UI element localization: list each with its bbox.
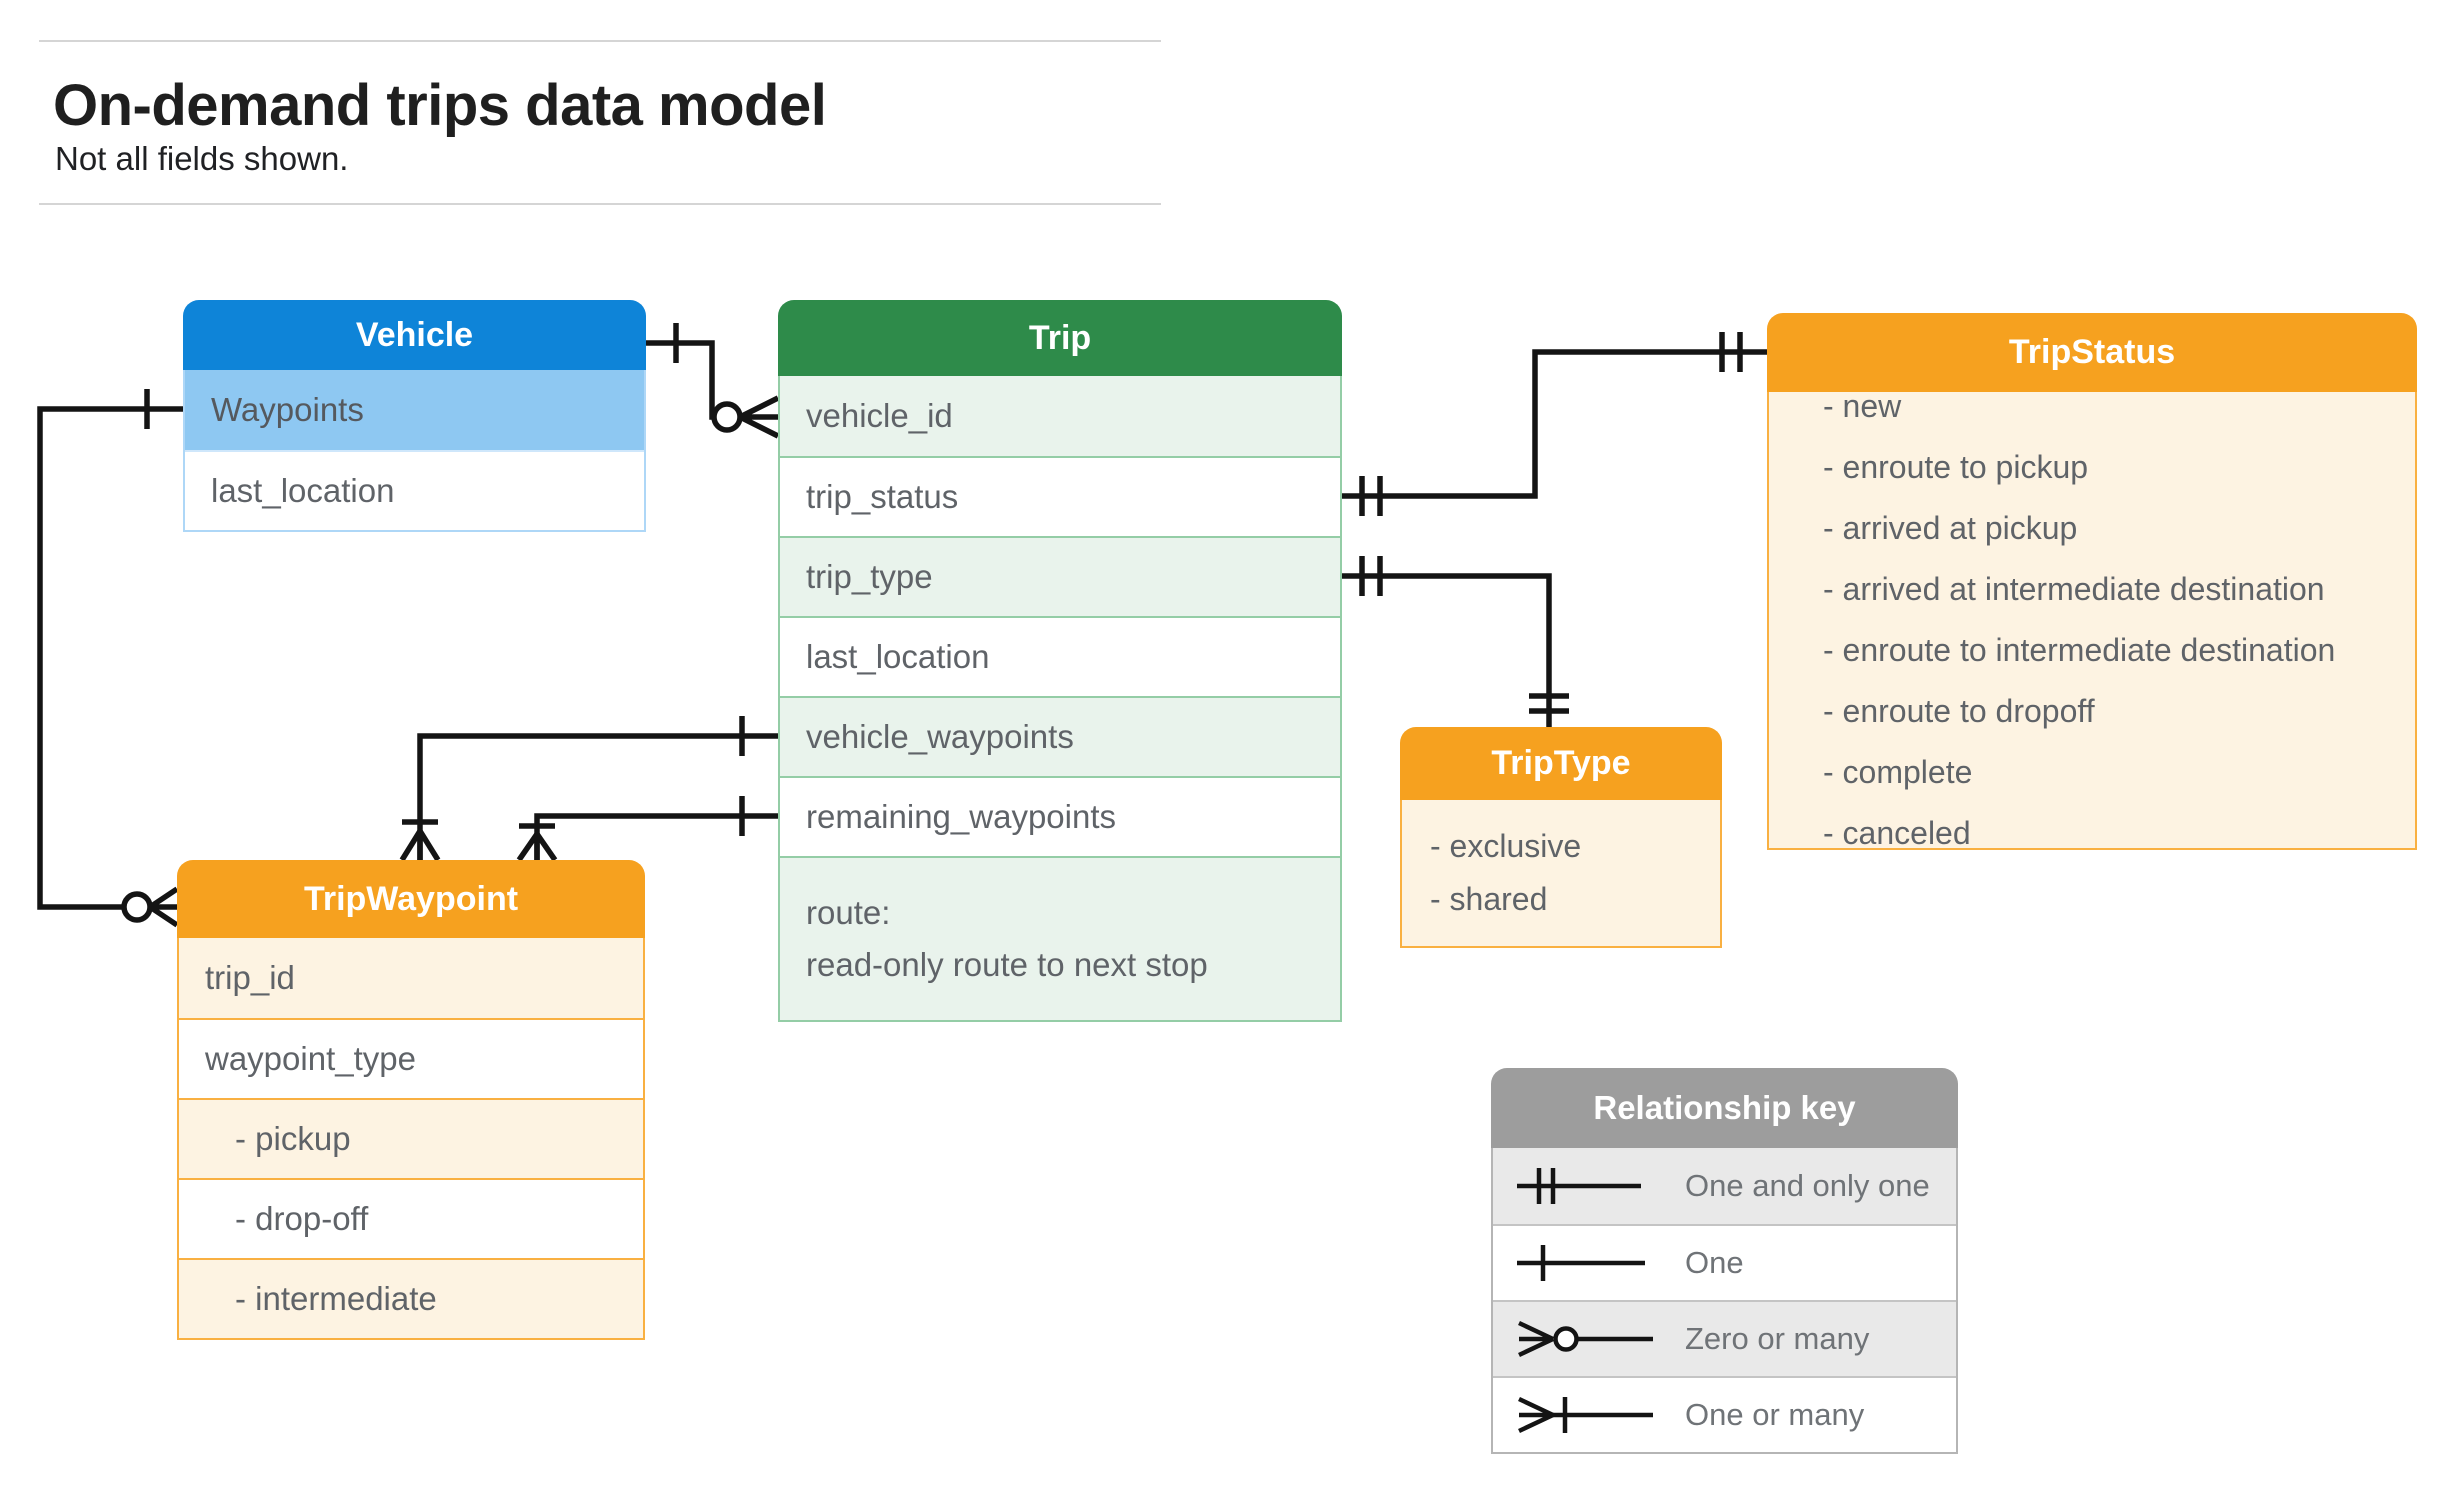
entity-tripstatus: TripStatus - new - enroute to pickup - a…	[1767, 313, 2417, 851]
tripstatus-value: - canceled	[1823, 815, 1971, 851]
one-icon	[1517, 1245, 1645, 1281]
legend-row-one-or-many: One or many	[1493, 1376, 1956, 1452]
field-trip-route-label: route:	[806, 894, 891, 931]
entity-vehicle: Vehicle Waypoints last_location	[183, 300, 646, 532]
field-vehicle-last-location: last_location	[185, 450, 644, 530]
triptype-value: - exclusive	[1430, 828, 1582, 864]
entity-trip-header: Trip	[778, 300, 1342, 376]
field-trip-last-location: last_location	[780, 616, 1340, 696]
tripstatus-value: - enroute to intermediate destination	[1823, 632, 2336, 668]
entity-trip: Trip vehicle_id trip_status trip_type la…	[778, 300, 1342, 1022]
legend-label: Zero or many	[1685, 1321, 1870, 1356]
field-trip-route-note: read-only route to next stop	[806, 946, 1208, 983]
field-tripwaypoint-dropoff: - drop-off	[179, 1178, 643, 1258]
tripstatus-value: - arrived at pickup	[1823, 510, 2078, 546]
field-trip-remaining-waypoints: remaining_waypoints	[780, 776, 1340, 856]
field-tripwaypoint-pickup: - pickup	[179, 1098, 643, 1178]
tripstatus-value: - enroute to dropoff	[1823, 693, 2095, 729]
entity-triptype: TripType - exclusive - shared	[1400, 727, 1722, 948]
connector-vehicle-trip	[646, 323, 780, 439]
entity-tripwaypoint: TripWaypoint trip_id waypoint_type - pic…	[177, 860, 645, 1340]
field-trip-status: trip_status	[780, 456, 1340, 536]
tripstatus-value: - enroute to pickup	[1823, 449, 2089, 485]
field-trip-vehicle-id: vehicle_id	[780, 376, 1340, 456]
relationship-key-header: Relationship key	[1491, 1068, 1958, 1148]
entity-vehicle-header: Vehicle	[183, 300, 646, 370]
field-trip-route: route: read-only route to next stop	[780, 856, 1340, 1020]
tripstatus-value: - complete	[1823, 754, 1973, 790]
triptype-values: - exclusive - shared	[1402, 800, 1720, 946]
entity-tripwaypoint-header: TripWaypoint	[177, 860, 645, 938]
legend-label: One	[1685, 1245, 1744, 1280]
tripstatus-value: - new	[1823, 388, 1902, 424]
zero-or-many-icon	[1518, 1320, 1653, 1358]
legend-label: One and only one	[1685, 1168, 1930, 1203]
title-divider	[39, 203, 1161, 205]
page-title: On-demand trips data model	[53, 73, 827, 138]
legend-row-one-and-only-one: One and only one	[1493, 1148, 1956, 1224]
triptype-value: - shared	[1430, 881, 1548, 917]
entity-tripstatus-header: TripStatus	[1767, 313, 2417, 392]
connector-tripstatus	[1342, 332, 1767, 516]
one-or-many-icon	[1518, 1396, 1653, 1434]
field-tripwaypoint-waypoint-type: waypoint_type	[179, 1018, 643, 1098]
connector-waypoints-tripwaypoint	[37, 389, 183, 928]
tripstatus-value: - arrived at intermediate destination	[1823, 571, 2325, 607]
connector-triptype	[1342, 556, 1569, 727]
field-vehicle-waypoints: Waypoints	[185, 370, 644, 450]
top-divider	[39, 40, 1161, 42]
relationship-key: Relationship key One and only one One	[1491, 1068, 1958, 1454]
page-subtitle: Not all fields shown.	[55, 140, 349, 177]
one-and-only-one-icon	[1517, 1168, 1641, 1204]
legend-label: One or many	[1685, 1397, 1865, 1432]
field-trip-type: trip_type	[780, 536, 1340, 616]
tripstatus-values: - new - enroute to pickup - arrived at p…	[1769, 388, 2415, 851]
connector-remaining-waypoints	[516, 796, 778, 862]
legend-row-one: One	[1493, 1224, 1956, 1300]
field-tripwaypoint-intermediate: - intermediate	[179, 1258, 643, 1338]
field-tripwaypoint-trip-id: trip_id	[179, 938, 643, 1018]
field-trip-vehicle-waypoints: vehicle_waypoints	[780, 696, 1340, 776]
legend-row-zero-or-many: Zero or many	[1493, 1300, 1956, 1376]
connector-vehicle-waypoints	[399, 716, 778, 862]
entity-triptype-header: TripType	[1400, 727, 1722, 800]
